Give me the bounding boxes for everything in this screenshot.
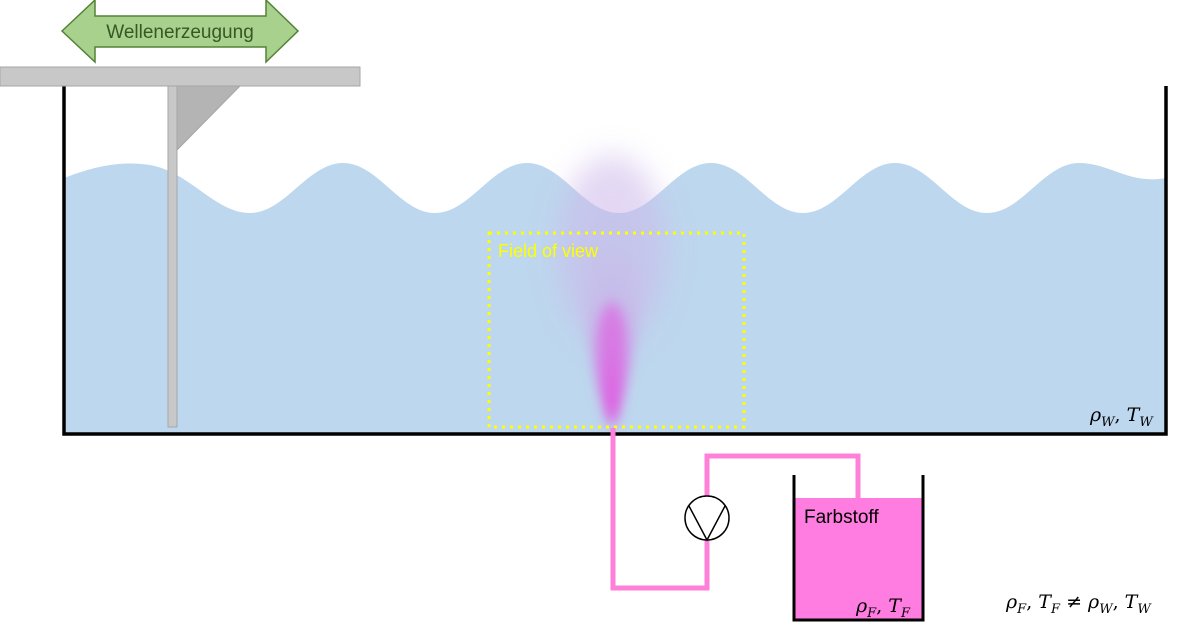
wave-generation-arrow: Wellenerzeugung <box>60 0 300 64</box>
dye-label: Farbstoff <box>804 507 879 528</box>
field-of-view-box <box>487 231 746 429</box>
field-of-view-label: Field of view <box>498 241 599 261</box>
water-properties: ρW, TW <box>1089 404 1154 430</box>
dye-reservoir: Farbstoff <box>792 475 925 622</box>
pump-icon <box>684 495 730 542</box>
dye-plume <box>557 155 667 428</box>
wave-paddle <box>0 66 361 428</box>
dye-properties: ρF, TF <box>855 595 911 621</box>
wave-generation-label: Wellenerzeugung <box>106 22 254 43</box>
density-temperature-inequality: ρF, TF ≠ ρW, TW <box>1005 591 1152 617</box>
